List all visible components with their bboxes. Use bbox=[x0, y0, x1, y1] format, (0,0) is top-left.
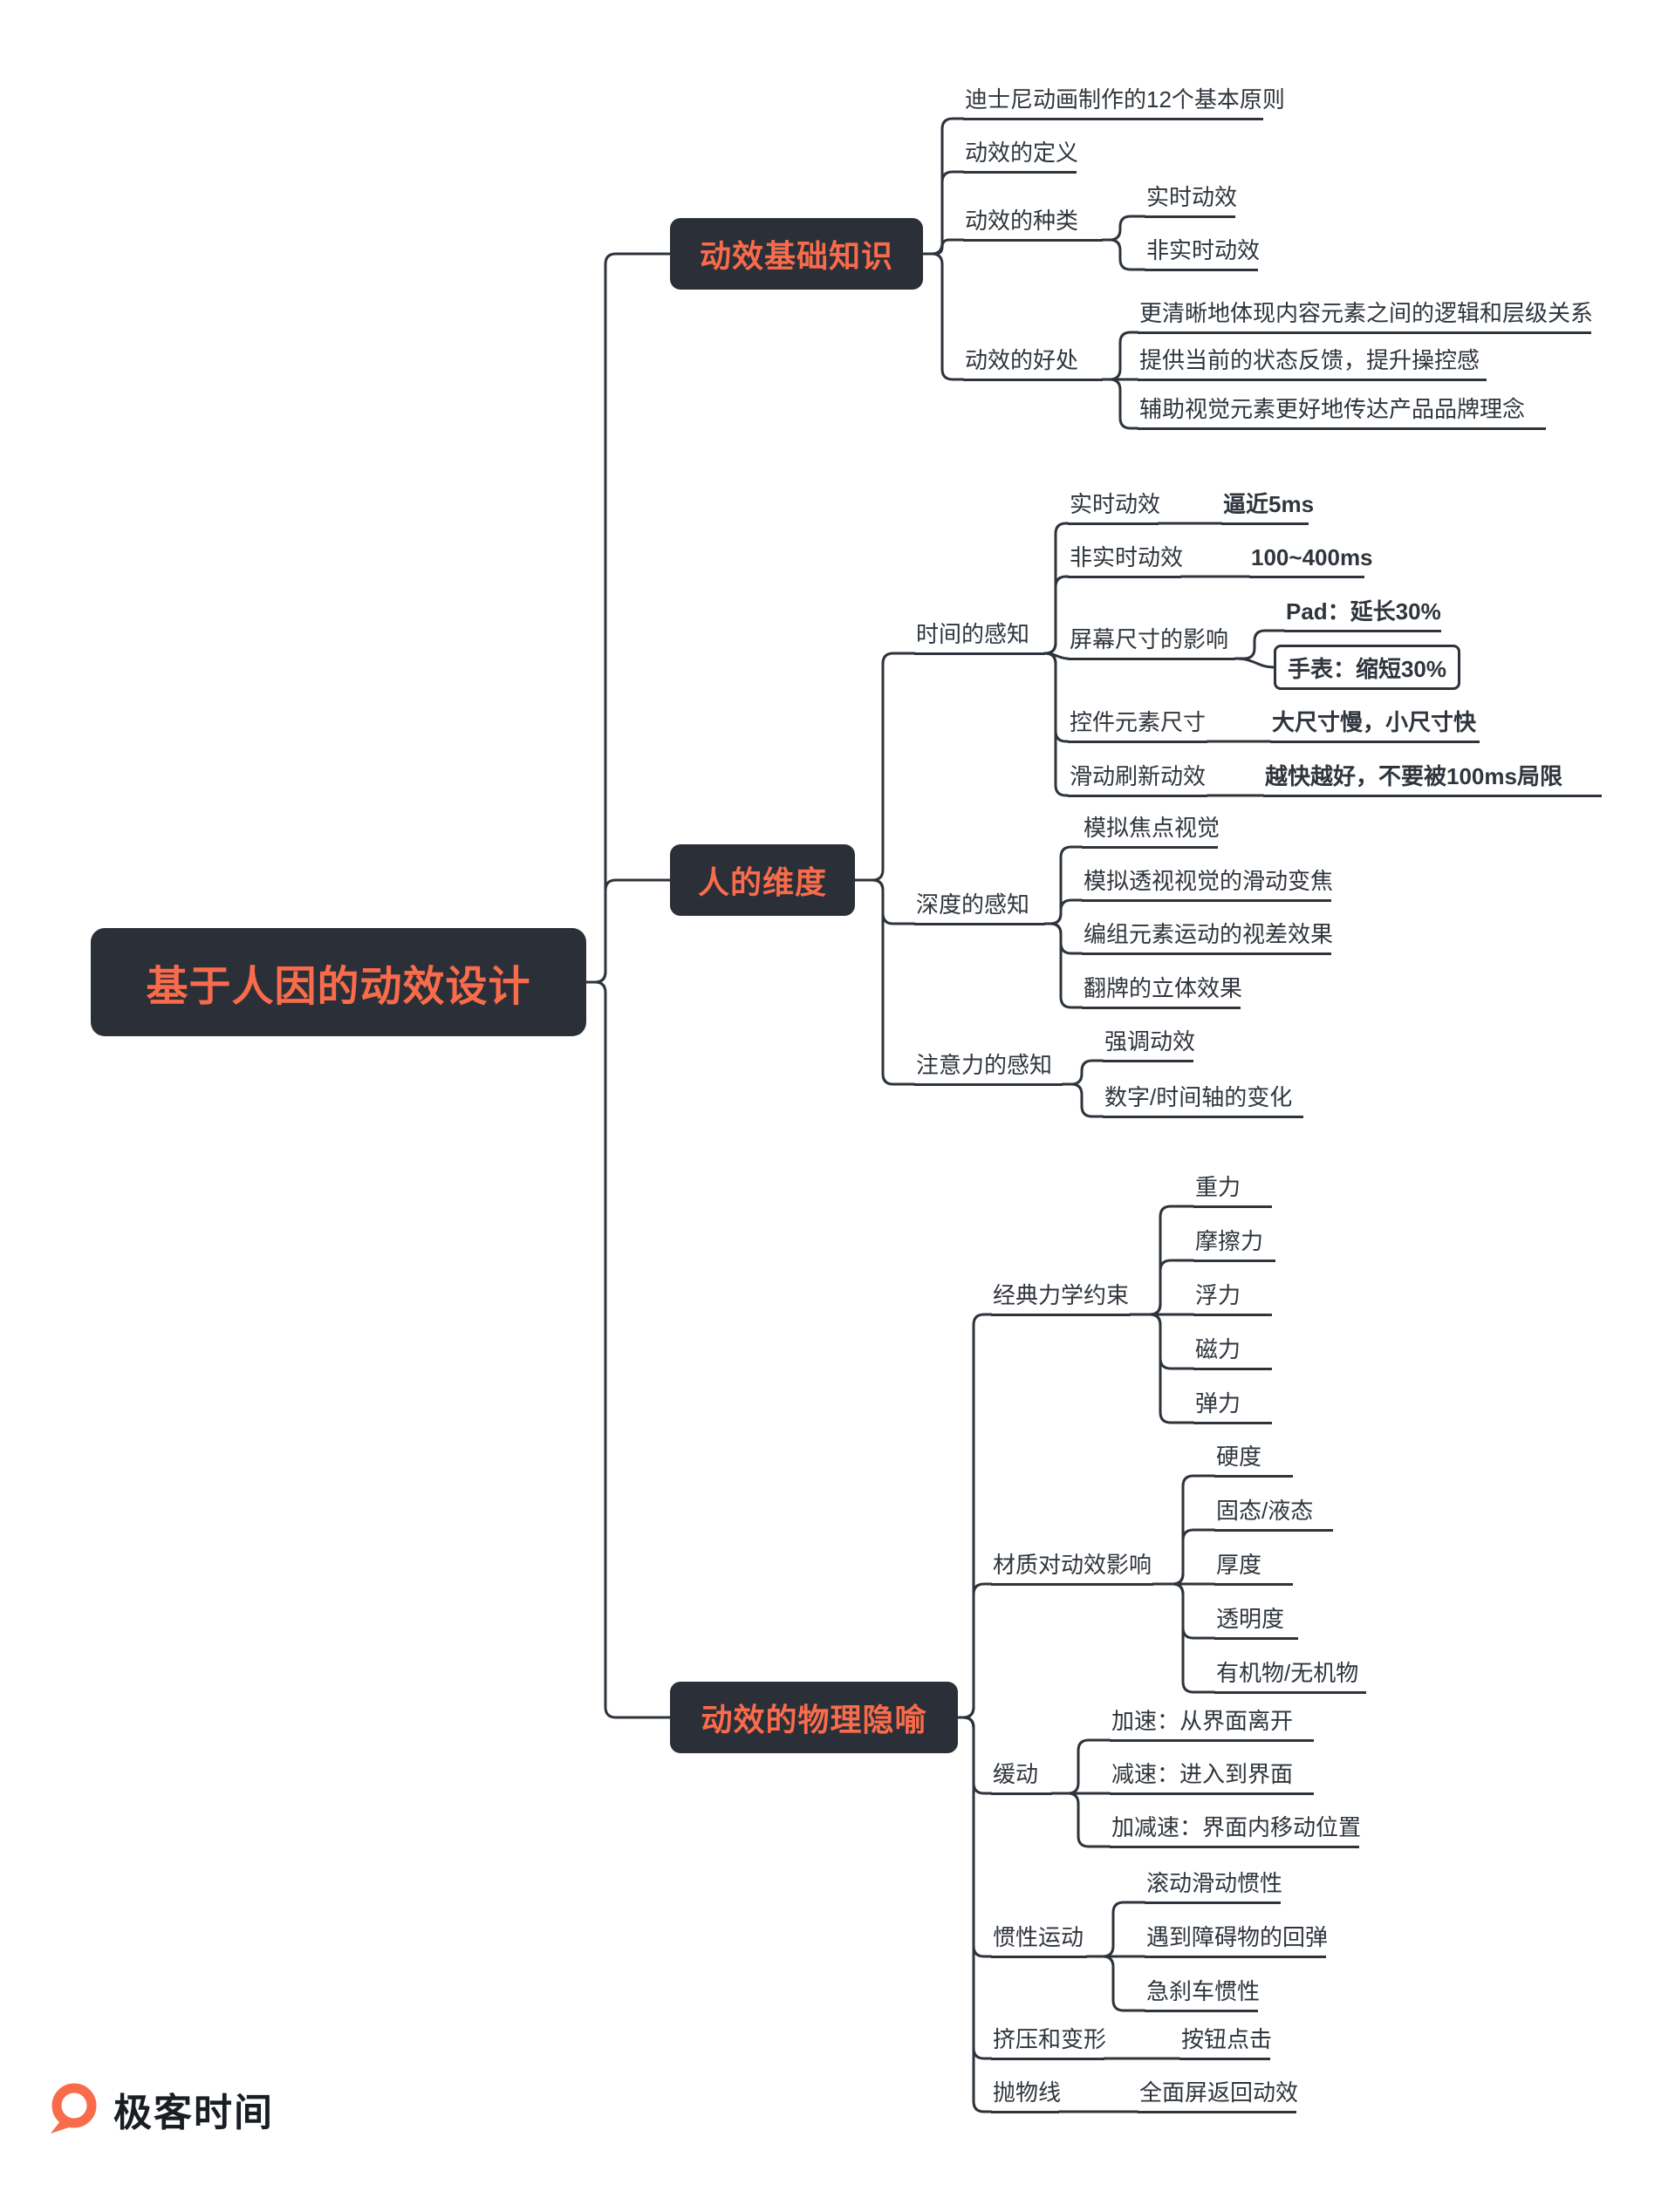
map-node[interactable]: 重力 bbox=[1193, 1171, 1272, 1208]
map-node[interactable]: 磁力 bbox=[1193, 1334, 1272, 1370]
map-node[interactable]: 注意力的感知 bbox=[914, 1049, 1063, 1086]
map-node[interactable]: 滚动滑动惯性 bbox=[1145, 1867, 1282, 1904]
branch-node-basics[interactable]: 动效基础知识 bbox=[670, 218, 923, 290]
map-node[interactable]: 动效的好处 bbox=[963, 345, 1103, 381]
map-node[interactable]: 缓动 bbox=[991, 1758, 1052, 1795]
map-node[interactable]: 强调动效 bbox=[1103, 1026, 1195, 1062]
map-node[interactable]: 非实时动效 bbox=[1068, 542, 1183, 578]
map-node[interactable]: 滑动刷新动效 bbox=[1068, 761, 1207, 797]
branch3-connectors bbox=[956, 1205, 1216, 2113]
map-node[interactable]: 辅助视觉元素更好地传达产品品牌理念 bbox=[1138, 393, 1546, 430]
map-node[interactable]: 逼近5ms bbox=[1221, 488, 1314, 525]
map-node[interactable]: 时间的感知 bbox=[914, 618, 1045, 655]
map-node[interactable]: 弹力 bbox=[1193, 1388, 1272, 1424]
map-node[interactable]: 模拟焦点视觉 bbox=[1082, 812, 1220, 849]
map-node[interactable]: 经典力学约束 bbox=[991, 1280, 1131, 1316]
map-node[interactable]: 浮力 bbox=[1193, 1280, 1272, 1316]
map-node[interactable]: 实时动效 bbox=[1068, 488, 1160, 525]
brand-name: 极客时间 bbox=[113, 2092, 274, 2134]
map-node[interactable]: 遇到障碍物的回弹 bbox=[1145, 1922, 1328, 1958]
branch-node-physics[interactable]: 动效的物理隐喻 bbox=[670, 1682, 958, 1753]
map-node[interactable]: 材质对动效影响 bbox=[991, 1549, 1153, 1586]
geektime-logo: 极客时间 bbox=[45, 2081, 274, 2137]
map-node[interactable]: 厚度 bbox=[1214, 1549, 1293, 1586]
map-node[interactable]: 控件元素尺寸 bbox=[1068, 707, 1207, 743]
branch1-connectors bbox=[921, 117, 1146, 430]
map-node[interactable]: 提供当前的状态反馈，提升操控感 bbox=[1138, 345, 1487, 381]
map-node[interactable]: 急刹车惯性 bbox=[1145, 1976, 1260, 2012]
map-node[interactable]: 加减速：界面内移动位置 bbox=[1110, 1812, 1361, 1848]
map-node[interactable]: 屏幕尺寸的影响 bbox=[1068, 624, 1235, 660]
root-connectors bbox=[585, 252, 672, 1719]
map-node[interactable]: 惯性运动 bbox=[991, 1922, 1087, 1958]
map-node[interactable]: 翻牌的立体效果 bbox=[1082, 973, 1242, 1009]
map-node[interactable]: 迪士尼动画制作的12个基本原则 bbox=[963, 84, 1285, 120]
branch-node-human[interactable]: 人的维度 bbox=[670, 844, 855, 916]
root-node[interactable]: 基于人因的动效设计 bbox=[91, 928, 586, 1036]
map-node[interactable]: 透明度 bbox=[1214, 1603, 1298, 1640]
map-node[interactable]: 实时动效 bbox=[1145, 181, 1237, 218]
geektime-logo-icon bbox=[51, 2083, 97, 2133]
map-node[interactable]: 摩擦力 bbox=[1193, 1225, 1275, 1262]
map-node[interactable]: 动效的定义 bbox=[963, 137, 1078, 174]
highlight-node[interactable]: 手表：缩短30% bbox=[1274, 645, 1460, 690]
map-node[interactable]: 抛物线 bbox=[991, 2077, 1061, 2113]
map-node[interactable]: 编组元素运动的视差效果 bbox=[1082, 918, 1333, 955]
map-node[interactable]: 全面屏返回动效 bbox=[1138, 2077, 1298, 2113]
map-node[interactable]: 大尺寸慢，小尺寸快 bbox=[1270, 707, 1480, 743]
map-node[interactable]: 更清晰地体现内容元素之间的逻辑和层级关系 bbox=[1138, 297, 1593, 334]
map-node[interactable]: 加速：从界面离开 bbox=[1110, 1705, 1314, 1742]
map-node[interactable]: 动效的种类 bbox=[963, 205, 1103, 242]
map-node[interactable]: 非实时动效 bbox=[1145, 235, 1260, 271]
map-node[interactable]: 100~400ms bbox=[1249, 542, 1373, 578]
map-node[interactable]: Pad：延长30% bbox=[1284, 596, 1441, 632]
map-node[interactable]: 按钮点击 bbox=[1179, 2024, 1272, 2060]
map-node[interactable]: 减速：进入到界面 bbox=[1110, 1758, 1314, 1795]
map-node[interactable]: 固态/液态 bbox=[1214, 1495, 1333, 1532]
map-node[interactable]: 越快越好，不要被100ms局限 bbox=[1263, 761, 1602, 797]
map-node[interactable]: 模拟透视视觉的滑动变焦 bbox=[1082, 865, 1333, 902]
map-node[interactable]: 硬度 bbox=[1214, 1441, 1293, 1478]
map-node[interactable]: 深度的感知 bbox=[914, 889, 1045, 925]
branch2-connectors bbox=[853, 522, 1286, 1118]
map-node[interactable]: 数字/时间轴的变化 bbox=[1103, 1082, 1303, 1118]
map-node[interactable]: 挤压和变形 bbox=[991, 2024, 1106, 2060]
map-node[interactable]: 有机物/无机物 bbox=[1214, 1657, 1366, 1694]
